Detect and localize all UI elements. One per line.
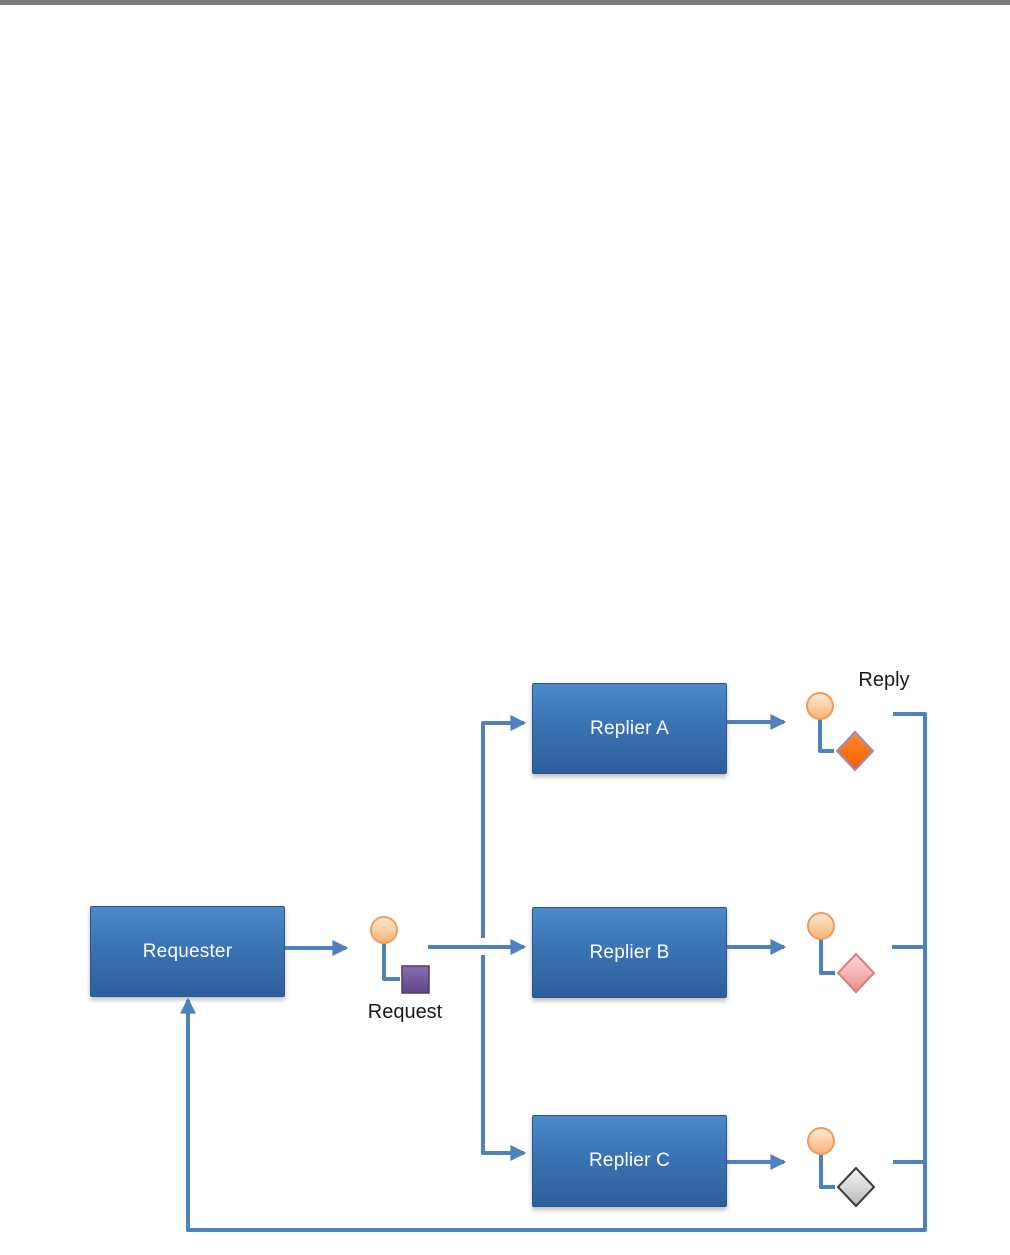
fanout-line-to-replier-a (481, 715, 527, 938)
request-circle-icon (370, 916, 398, 944)
replier-c-node: Replier C (532, 1115, 727, 1207)
reply-b-glyph-elbow-line (819, 938, 835, 975)
request-label: Request (367, 1001, 443, 1023)
reply-a-diamond-icon (835, 730, 875, 772)
replier-b-node-label: Replier B (589, 941, 670, 963)
reply-c-glyph-elbow-line (819, 1152, 835, 1189)
reply-c-circle-icon (807, 1127, 835, 1155)
replier-c-node-label: Replier C (589, 1150, 670, 1171)
reply-label: Reply (858, 669, 910, 691)
gather-return-line-to-requester (180, 712, 927, 1232)
request-glyph-elbow-line (382, 941, 400, 981)
fanout-line-to-replier-c (481, 955, 527, 1161)
requester-node-label: Requester (142, 940, 233, 962)
replier-b-node: Replier B (532, 907, 727, 998)
reply-b-diamond-icon (836, 952, 876, 994)
request-square-icon (401, 965, 430, 994)
top-border-bar (0, 0, 1010, 5)
reply-a-circle-icon (806, 692, 834, 720)
reply-b-circle-icon (807, 912, 835, 940)
reply-a-glyph-elbow-line (818, 718, 834, 753)
requester-node: Requester (90, 906, 285, 997)
reply-c-diamond-icon (836, 1166, 876, 1208)
replier-a-node: Replier A (532, 683, 727, 774)
replier-a-node-label: Replier A (590, 717, 669, 739)
